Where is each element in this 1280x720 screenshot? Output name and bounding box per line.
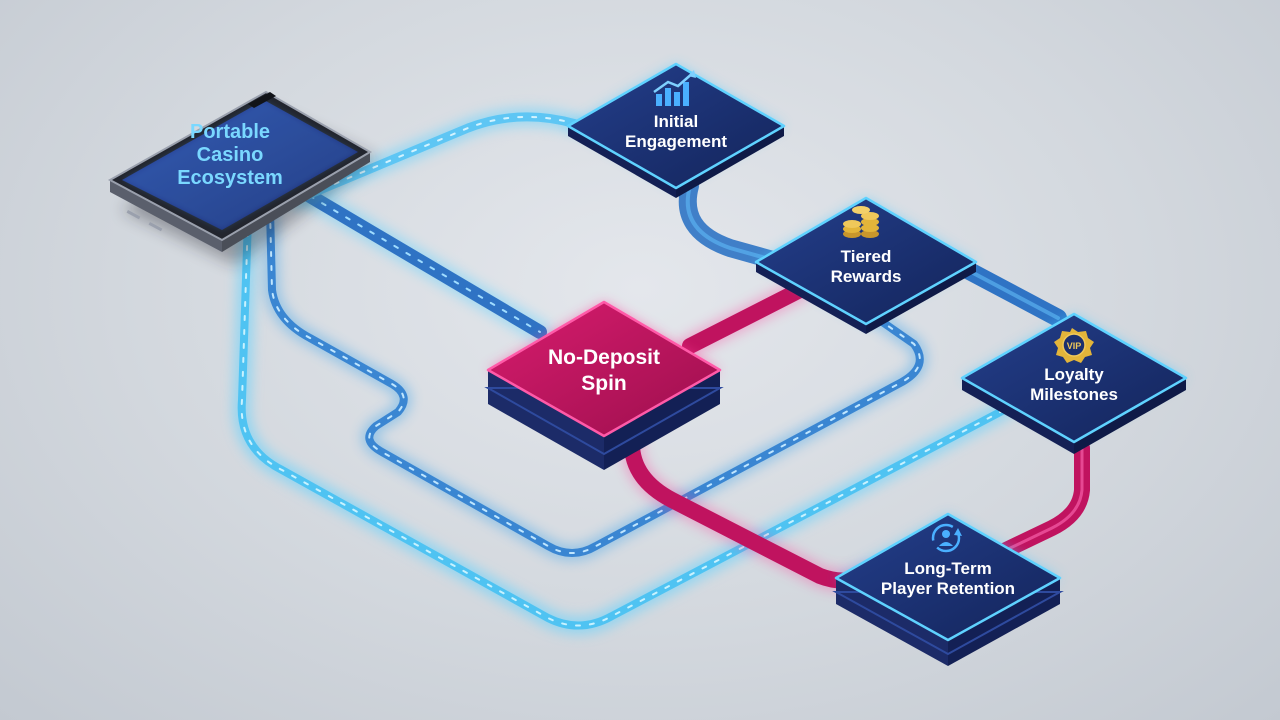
phone-label-line-1: Portable xyxy=(190,121,270,143)
vip-badge-icon: VIP xyxy=(1054,328,1094,363)
phone-label: Portable Casino Ecosystem xyxy=(177,121,283,189)
node-tiered-rewards[interactable]: Tiered Rewards xyxy=(754,196,978,334)
node-no-deposit-spin-line-2: Spin xyxy=(581,372,627,395)
node-long-term-retention[interactable]: Long-Term Player Retention xyxy=(832,512,1064,666)
growth-chart-icon xyxy=(653,70,696,106)
node-no-deposit-spin[interactable]: No-Deposit Spin xyxy=(484,300,724,470)
path-loyalty-to-retention xyxy=(994,440,1090,560)
node-long-term-retention-line-1: Long-Term xyxy=(904,559,992,578)
node-tiered-rewards-line-2: Rewards xyxy=(831,267,902,286)
phone-label-line-3: Ecosystem xyxy=(177,167,283,189)
node-initial-engagement-line-1: Initial xyxy=(654,112,698,131)
phone-device: Portable Casino Ecosystem xyxy=(107,90,376,265)
path-phone-to-spin xyxy=(299,185,551,343)
path-phone-to-tiered-mid xyxy=(262,202,928,561)
node-loyalty-milestones[interactable]: VIP Loyalty Milestones xyxy=(960,312,1188,454)
node-tiered-rewards-line-1: Tiered xyxy=(841,247,892,266)
path-phone-to-engagement xyxy=(287,107,585,209)
path-spin-to-tiered xyxy=(679,279,811,357)
user-cycle-icon xyxy=(931,523,962,553)
node-loyalty-milestones-line-2: Milestones xyxy=(1030,385,1118,404)
node-initial-engagement[interactable]: Initial Engagement xyxy=(566,62,786,198)
node-long-term-retention-line-2: Player Retention xyxy=(881,579,1015,598)
node-loyalty-milestones-line-1: Loyalty xyxy=(1044,365,1104,384)
phone-label-line-2: Casino xyxy=(197,144,264,166)
vip-badge-text: VIP xyxy=(1067,341,1082,351)
path-tiered-to-loyalty xyxy=(951,257,1067,327)
node-no-deposit-spin-line-1: No-Deposit xyxy=(548,346,660,369)
coin-stack-icon xyxy=(843,206,879,238)
node-initial-engagement-line-2: Engagement xyxy=(625,132,727,151)
path-phone-to-loyalty-outer xyxy=(232,209,1013,635)
path-engagement-to-tiered xyxy=(678,177,789,271)
